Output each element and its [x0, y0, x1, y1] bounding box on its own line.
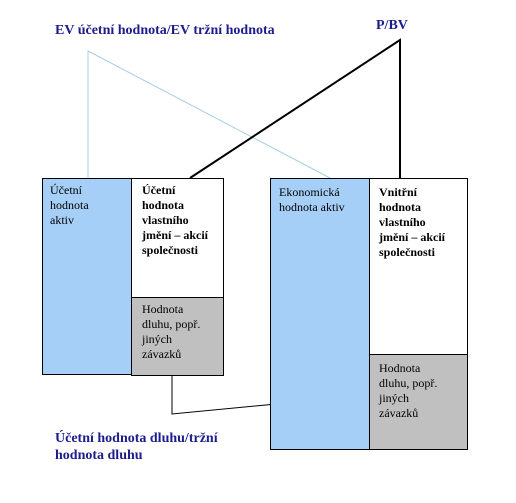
left-debt-text: Hodnota dluhu, popř. jiných závazků: [142, 302, 201, 361]
left-equity-box: Účetní hodnota vlastního jmění – akcií s…: [131, 178, 224, 298]
left-assets-box: Účetní hodnota aktiv: [42, 178, 132, 375]
ev-ratio-connector-line: [87, 50, 331, 179]
debt-ratio-label: Účetní hodnota dluhu/tržní hodnota dluhu: [55, 431, 218, 463]
right-assets-box: Ekonomická hodnota aktiv: [270, 178, 370, 450]
right-equity-text: Vnitřní hodnota vlastního jmění – akcií …: [379, 185, 445, 259]
pbv-connector-line: [189, 38, 401, 179]
pbv-label: P/BV: [376, 18, 408, 33]
left-debt-box: Hodnota dluhu, popř. jiných závazků: [131, 297, 224, 376]
right-debt-box: Hodnota dluhu, popř. jiných závazků: [369, 354, 468, 450]
left-assets-text: Účetní hodnota aktiv: [50, 183, 89, 227]
right-assets-text: Ekonomická hodnota aktiv: [279, 185, 345, 214]
right-debt-text: Hodnota dluhu, popř. jiných závazků: [379, 361, 438, 420]
ev-ratio-label: EV účetní hodnota/EV tržní hodnota: [55, 23, 275, 38]
left-equity-text: Účetní hodnota vlastního jmění – akcií s…: [142, 183, 208, 257]
right-equity-box: Vnitřní hodnota vlastního jmění – akcií …: [369, 178, 468, 355]
